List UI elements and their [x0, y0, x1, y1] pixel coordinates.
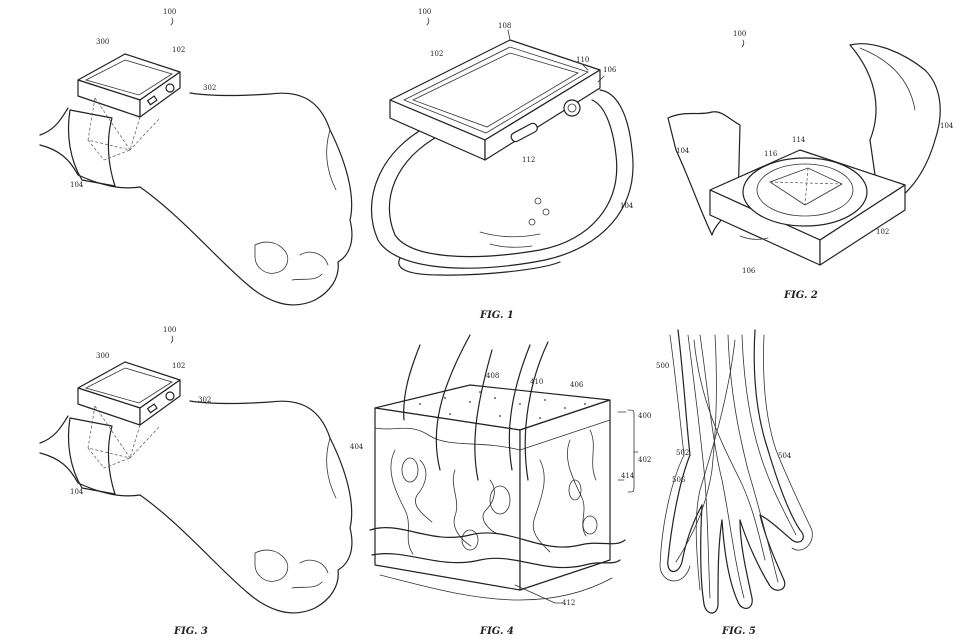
ref-label: 102	[172, 362, 185, 370]
fig1-caption: FIG. 1	[479, 310, 514, 321]
ref-label: 106	[603, 66, 617, 74]
ref-label: 504	[778, 452, 792, 460]
ref-label: 102	[876, 228, 889, 236]
ref-label: 302	[203, 84, 216, 92]
ref-label: 500	[656, 362, 669, 370]
ref-label: 102	[430, 50, 443, 58]
skin-surface-dots	[419, 391, 586, 419]
ref-label: 106	[742, 267, 756, 275]
fig5-caption: FIG. 5	[721, 626, 756, 637]
ref-label: 404	[350, 443, 364, 451]
fig2-watch-back-drawing: 100 114 116 104 104 102 106	[667, 30, 954, 275]
ref-label: 300	[96, 352, 109, 360]
ref-label: 300	[96, 38, 109, 46]
fig4-skin-cross-section: 408 410 406 400 404 402 414 412	[350, 334, 651, 607]
fig4-caption: FIG. 4	[479, 626, 514, 637]
ref-label: 102	[172, 46, 185, 54]
fig5-hand-drawing: 500 502 504 506	[656, 329, 813, 614]
fig2-caption: FIG. 2	[783, 290, 818, 301]
ref-label: 506	[672, 476, 686, 484]
ref-label: 114	[792, 136, 806, 144]
ref-label: 104	[70, 488, 84, 496]
ref-label: 104	[70, 181, 84, 189]
ref-label: 100	[163, 326, 176, 334]
ref-label: 104	[676, 147, 690, 155]
ref-label: 302	[198, 396, 211, 404]
ref-label: 100	[733, 30, 746, 38]
ref-label: 104	[940, 122, 954, 130]
ref-label: 408	[486, 372, 499, 380]
ref-label: 116	[764, 150, 778, 158]
ref-label: 412	[562, 599, 575, 607]
fig3-caption: FIG. 3	[173, 626, 208, 637]
ref-label: 104	[620, 202, 634, 210]
wrist-watch-figure-top: 100 300 102 302 104	[39, 8, 353, 306]
ref-label: 112	[522, 156, 535, 164]
ref-label: 110	[576, 56, 589, 64]
ref-label: 502	[676, 449, 689, 457]
ref-label: 108	[498, 22, 511, 30]
ref-label: 100	[163, 8, 176, 16]
fig3-wrist-watch-drawing: 100 300 102 302 104	[39, 326, 353, 614]
ref-label: 406	[570, 381, 584, 389]
ref-label: 400	[638, 412, 651, 420]
ref-label: 100	[418, 8, 431, 16]
ref-label: 402	[638, 456, 651, 464]
ref-label: 414	[621, 472, 635, 480]
fig1-watch-drawing: 100 108 102 110 106 112 104	[370, 8, 634, 276]
ref-label: 410	[530, 378, 543, 386]
